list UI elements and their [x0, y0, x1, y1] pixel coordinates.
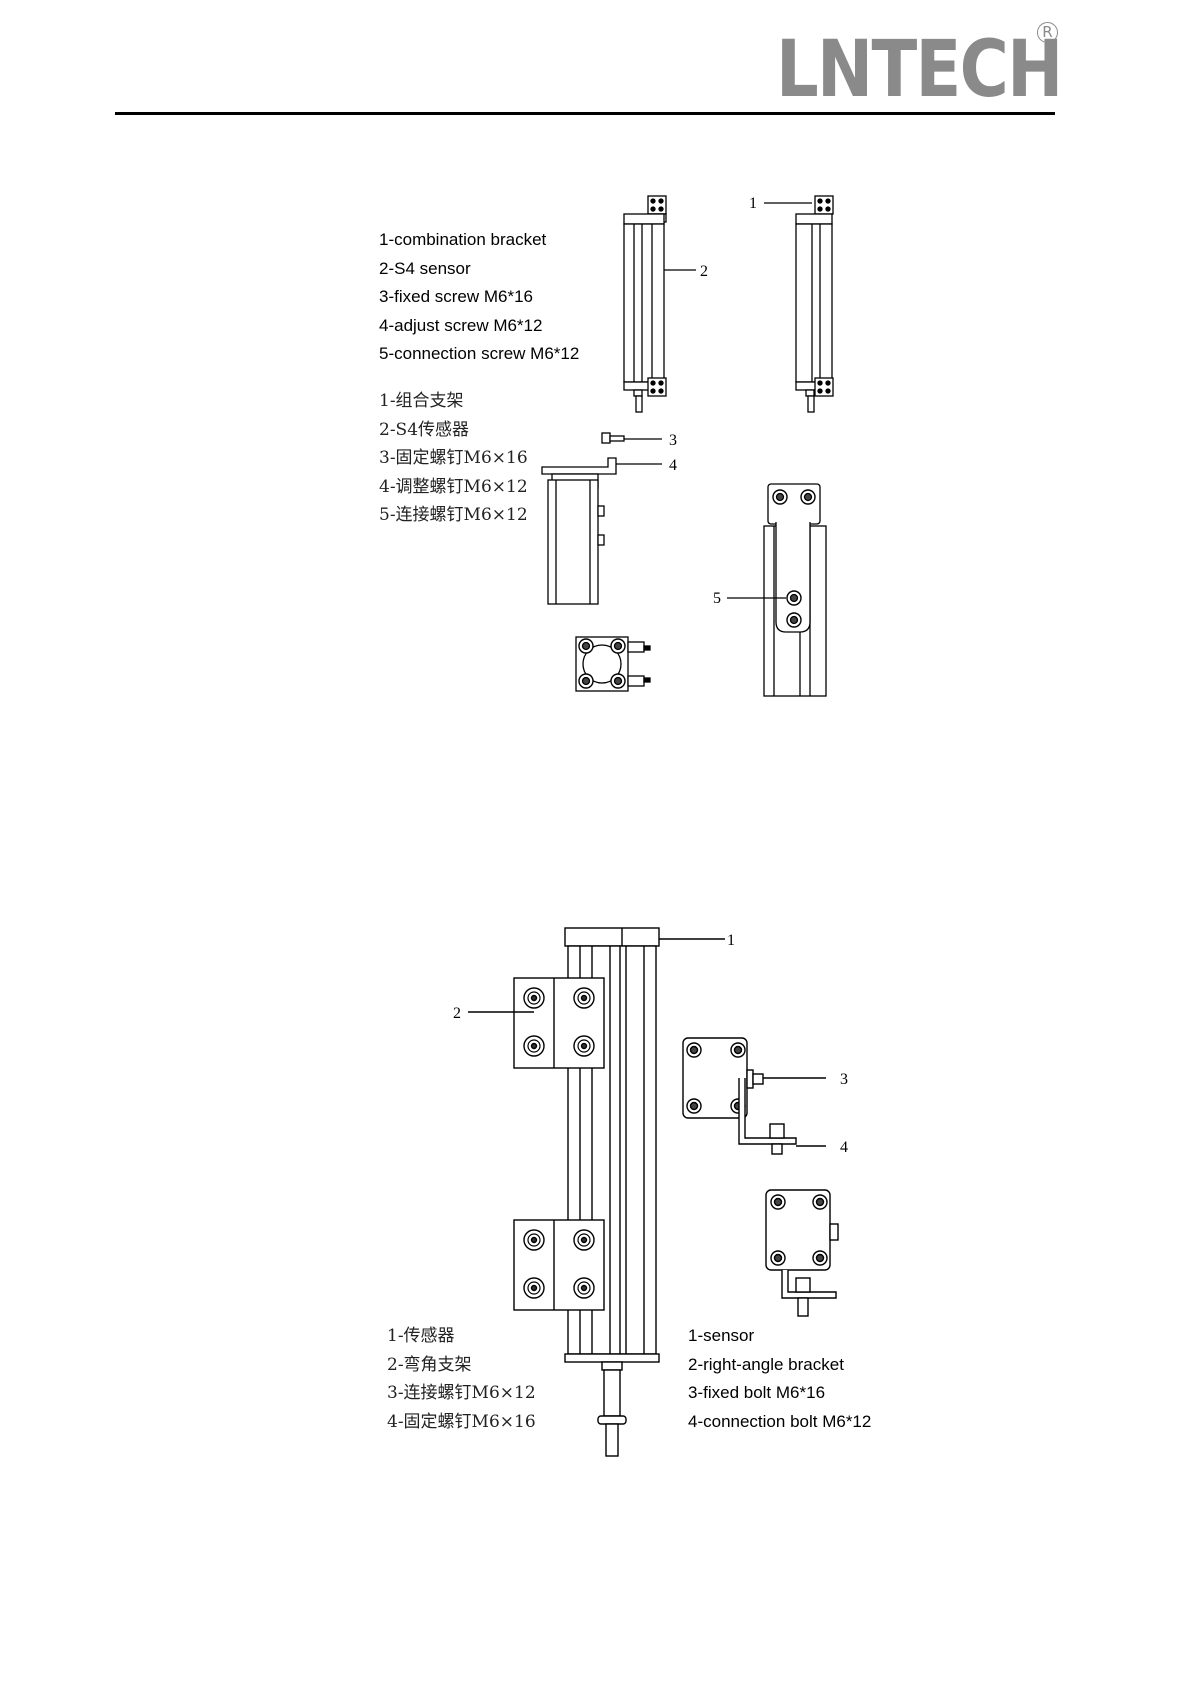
right-angle-bracket-top: [514, 978, 604, 1068]
callout-1: 1: [749, 195, 757, 212]
callout-4: 4: [840, 1139, 848, 1156]
bracket-assembly-view: [764, 484, 826, 696]
diagram2-drawing: [468, 928, 838, 1456]
right-angle-bracket-bottom: [514, 1220, 604, 1310]
callout-1: 1: [727, 932, 735, 949]
sensor-end-bracket-view-2: [766, 1190, 838, 1316]
callout-5: 5: [713, 590, 721, 607]
callout-4: 4: [669, 457, 677, 474]
callout-2: 2: [700, 263, 708, 280]
diagram1-drawing: [542, 196, 833, 696]
callout-2: 2: [453, 1005, 461, 1022]
bracket-front-view: [576, 637, 650, 691]
callout-3: 3: [840, 1071, 848, 1088]
sensor-front-view: [624, 196, 666, 412]
bracket-side-view: [542, 433, 624, 604]
sensor-side-view: [796, 196, 833, 412]
callout-3: 3: [669, 432, 677, 449]
sensor-end-bracket-view: [683, 1038, 796, 1154]
